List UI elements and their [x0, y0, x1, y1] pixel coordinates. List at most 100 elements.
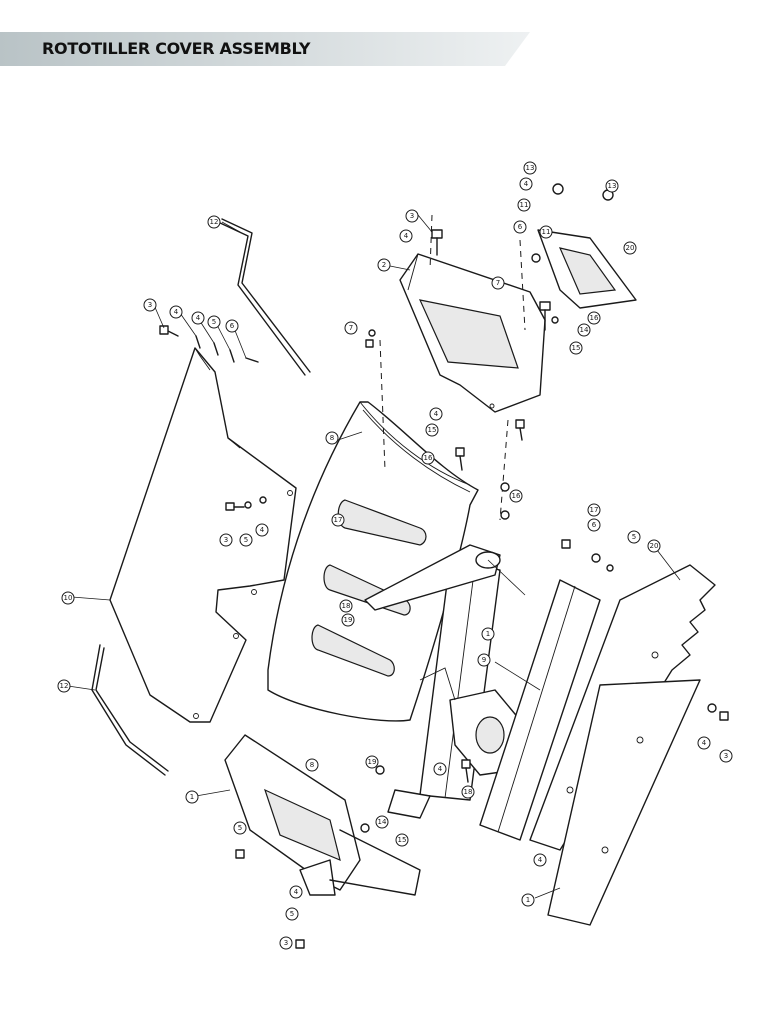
svg-text:9: 9 — [482, 656, 486, 664]
svg-text:15: 15 — [398, 836, 407, 844]
right-rail — [479, 579, 601, 841]
callout-10: 10 — [61, 591, 75, 605]
hood-flap — [399, 253, 546, 413]
svg-text:5: 5 — [632, 533, 636, 541]
callout-4h: 4 — [533, 853, 547, 867]
svg-text:7: 7 — [349, 324, 353, 332]
svg-text:3: 3 — [284, 939, 288, 947]
svg-text:10: 10 — [64, 594, 73, 602]
svg-text:4: 4 — [196, 314, 201, 322]
callout-3: 3 — [143, 298, 157, 312]
title-banner: ROTOTILLER COVER ASSEMBLY — [0, 32, 530, 66]
drive-shaft — [387, 559, 501, 819]
callout-18b: 18 — [461, 785, 475, 799]
callout-4f: 4 — [289, 885, 303, 899]
callout-5d: 5 — [285, 907, 299, 921]
callout-5: 5 — [207, 315, 221, 329]
callout-4: 4 — [169, 305, 183, 319]
svg-text:13: 13 — [526, 164, 535, 172]
callout-7: 7 — [344, 321, 358, 335]
svg-text:1: 1 — [486, 630, 490, 638]
svg-text:19: 19 — [344, 616, 353, 624]
svg-text:5: 5 — [244, 536, 248, 544]
callout-2: 2 — [377, 258, 391, 272]
callout-3c: 3 — [219, 533, 233, 547]
callout-1: 1 — [185, 790, 199, 804]
callout-6: 6 — [225, 319, 239, 333]
svg-text:4: 4 — [260, 526, 265, 534]
svg-text:16: 16 — [512, 492, 521, 500]
callout-3e: 3 — [279, 936, 293, 950]
callout-5e: 5 — [627, 530, 641, 544]
svg-text:4: 4 — [434, 410, 439, 418]
svg-text:16: 16 — [590, 314, 599, 322]
leader-lines — [67, 214, 681, 899]
svg-text:2: 2 — [382, 261, 386, 269]
callout-1b: 1 — [481, 627, 495, 641]
svg-text:4: 4 — [702, 739, 707, 747]
callout-11: 11 — [517, 198, 531, 212]
svg-text:14: 14 — [378, 818, 387, 826]
page-title: ROTOTILLER COVER ASSEMBLY — [42, 39, 311, 58]
svg-text:3: 3 — [148, 301, 152, 309]
svg-text:3: 3 — [224, 536, 228, 544]
callout-1c: 1 — [521, 893, 535, 907]
svg-text:6: 6 — [230, 322, 235, 330]
callout-17: 17 — [331, 513, 345, 527]
svg-text:17: 17 — [334, 516, 343, 524]
callout-4c: 4 — [399, 229, 413, 243]
svg-text:8: 8 — [330, 434, 334, 442]
svg-text:1: 1 — [190, 793, 194, 801]
svg-text:16: 16 — [424, 454, 433, 462]
svg-text:20: 20 — [626, 244, 635, 252]
callout-11b: 11 — [539, 225, 553, 239]
svg-text:3: 3 — [724, 752, 728, 760]
callout-19b: 19 — [365, 755, 379, 769]
svg-text:4: 4 — [438, 765, 443, 773]
callout-4j: 4 — [429, 407, 443, 421]
svg-text:17: 17 — [590, 506, 599, 514]
upper-rod — [217, 218, 311, 376]
callout-7b: 7 — [491, 276, 505, 290]
title-banner-shape — [0, 32, 530, 66]
fasteners — [235, 183, 729, 949]
callout-20b: 20 — [623, 241, 637, 255]
svg-text:11: 11 — [542, 228, 551, 236]
callout-4d: 4 — [255, 523, 269, 537]
callout-20: 20 — [647, 539, 661, 553]
callout-6c: 6 — [587, 518, 601, 532]
svg-text:20: 20 — [650, 542, 659, 550]
callout-12b: 12 — [57, 679, 71, 693]
plate-hardware — [225, 496, 267, 511]
left-cover-plate — [109, 347, 297, 723]
callout-6b: 6 — [513, 220, 527, 234]
svg-text:4: 4 — [174, 308, 179, 316]
svg-text:4: 4 — [294, 888, 299, 896]
callout-13: 13 — [523, 161, 537, 175]
svg-text:4: 4 — [524, 180, 529, 188]
callout-17b: 17 — [587, 503, 601, 517]
alignment-lines — [379, 214, 526, 521]
svg-text:5: 5 — [238, 824, 242, 832]
callout-12: 12 — [207, 215, 221, 229]
top-left-hardware — [159, 325, 259, 363]
svg-text:6: 6 — [592, 521, 597, 529]
svg-text:8: 8 — [310, 761, 314, 769]
callout-18: 18 — [339, 599, 353, 613]
small-flap — [537, 229, 637, 309]
callout-19: 19 — [341, 613, 355, 627]
svg-text:12: 12 — [210, 218, 219, 226]
callout-16b: 16 — [587, 311, 601, 325]
svg-text:18: 18 — [342, 602, 351, 610]
svg-text:1: 1 — [526, 896, 530, 904]
callout-13b: 13 — [605, 179, 619, 193]
svg-text:4: 4 — [538, 856, 543, 864]
svg-text:11: 11 — [520, 201, 529, 209]
svg-text:5: 5 — [290, 910, 294, 918]
svg-text:5: 5 — [212, 318, 216, 326]
callout-16c: 16 — [509, 489, 523, 503]
svg-text:4: 4 — [404, 232, 409, 240]
svg-text:15: 15 — [572, 344, 581, 352]
svg-text:6: 6 — [518, 223, 523, 231]
callout-3d: 3 — [719, 749, 733, 763]
